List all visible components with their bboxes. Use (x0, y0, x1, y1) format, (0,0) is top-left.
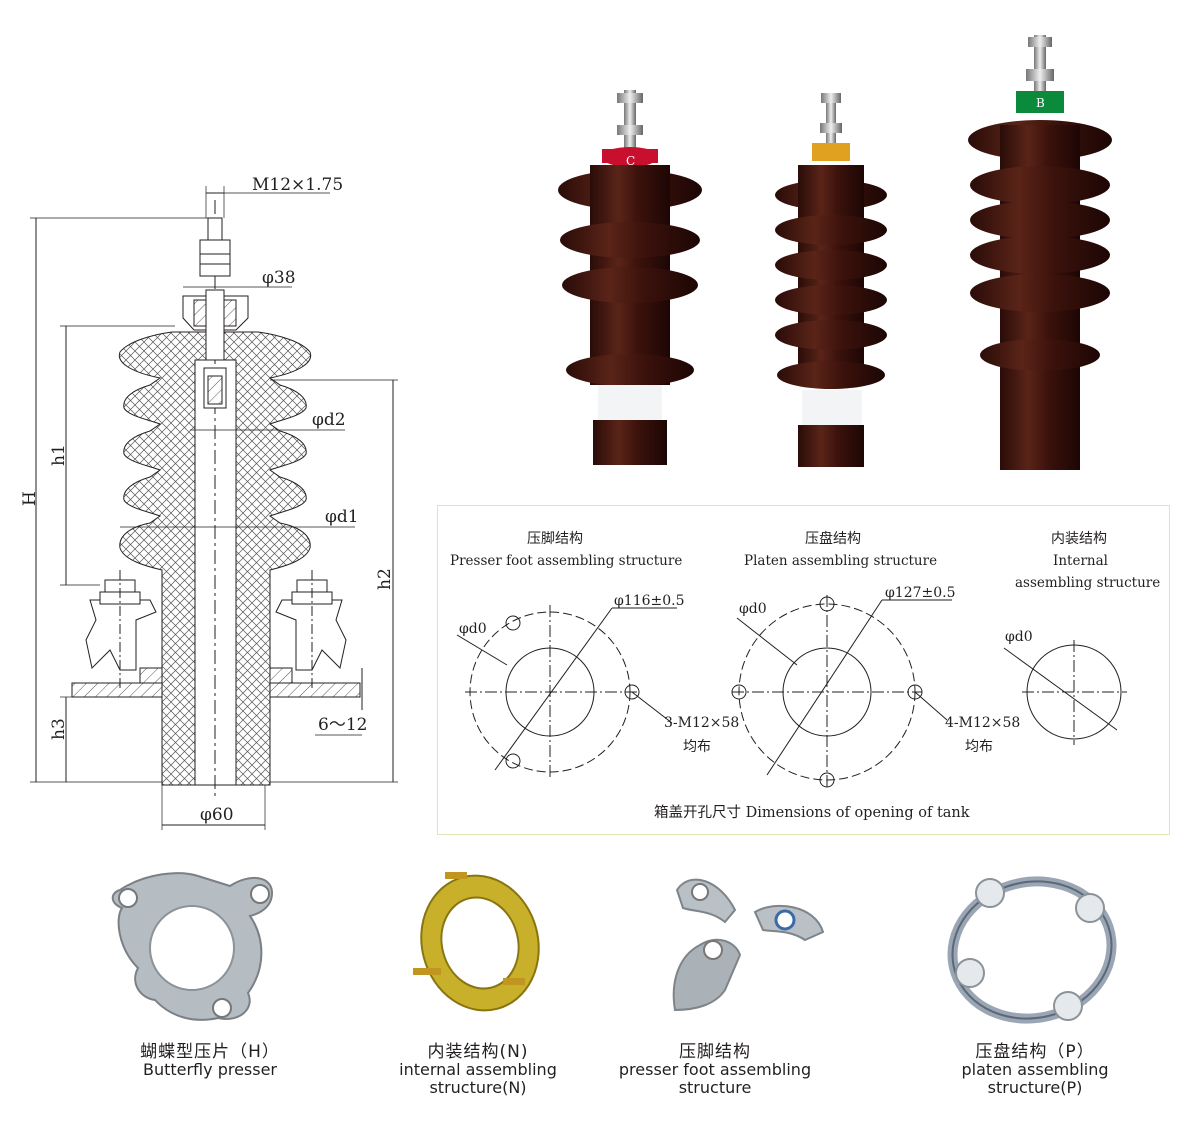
caption-platen-en1: platen assembling (961, 1060, 1109, 1079)
cap-letter-red: C (626, 154, 635, 168)
label-d2: φd2 (312, 410, 346, 430)
tank-caption: 箱盖开孔尺寸 Dimensions of opening of tank (654, 804, 970, 821)
caption-platen-zh: 压盘结构（P） (975, 1042, 1095, 1062)
caption-presser-foot-zh: 压脚结构 (679, 1042, 751, 1062)
caption-internal-en1: internal assembling (399, 1060, 557, 1079)
label-h3: h3 (49, 718, 69, 740)
label-h1: h1 (49, 444, 69, 466)
caption-butterfly-zh: 蝴蝶型压片（H） (140, 1042, 280, 1062)
butterfly-presser-photo (111, 872, 274, 1021)
presser-foot-photo (672, 878, 825, 1012)
label-d38: φ38 (262, 268, 296, 288)
caption-internal-zh: 内装结构(N) (427, 1042, 529, 1062)
tank-opening-panel (437, 505, 1170, 835)
tank-opening-drawing: 压脚结构 Presser foot assembling structure 压… (450, 530, 1160, 821)
presser-d0: φd0 (459, 621, 487, 637)
platen-title-en: Platen assembling structure (744, 553, 937, 569)
internal-ring-photo (413, 872, 540, 1012)
caption-butterfly-en: Butterfly presser (142, 1060, 278, 1079)
platen-bolt: 4-M12×58 (945, 715, 1020, 731)
platen-title-zh: 压盘结构 (805, 530, 861, 547)
label-d60: φ60 (200, 805, 234, 825)
caption-presser-foot-en2: structure (678, 1078, 752, 1097)
platen-even: 均布 (965, 739, 993, 755)
label-d1: φd1 (325, 507, 359, 527)
label-H: H (20, 491, 40, 506)
presser-even: 均布 (683, 739, 711, 755)
label-thread: M12×1.75 (252, 175, 343, 195)
caption-platen: 压盘结构（P） platen assembling structure(P) (935, 1043, 1135, 1097)
internal-title-en1: Internal (1053, 553, 1108, 569)
caption-platen-en2: structure(P) (987, 1078, 1083, 1097)
label-h2: h2 (375, 568, 395, 590)
platen-dia: φ127±0.5 (885, 585, 956, 601)
internal-d0: φd0 (1005, 629, 1033, 645)
bushing-photo-green: B (968, 35, 1112, 470)
presser-title-zh: 压脚结构 (527, 531, 583, 547)
platen-ring-photo (947, 876, 1117, 1024)
caption-butterfly: 蝴蝶型压片（H） Butterfly presser (100, 1043, 320, 1079)
bushing-section-drawing: M12×1.75 φ38 φd2 φd1 H h1 h2 h3 6～12 φ60 (20, 175, 398, 830)
platen-d0: φd0 (739, 601, 767, 617)
bushing-photos: C B (558, 35, 1112, 470)
bushing-photo-yellow (775, 93, 887, 467)
internal-title-en2: assembling structure (1015, 575, 1160, 591)
caption-internal: 内装结构(N) internal assembling structure(N) (378, 1043, 578, 1097)
caption-presser-foot-en1: presser foot assembling (618, 1060, 812, 1079)
presser-title-en: Presser foot assembling structure (450, 553, 682, 569)
presser-bolt: 3-M12×58 (664, 715, 739, 731)
cap-letter-green: B (1036, 96, 1045, 110)
presser-dia: φ116±0.5 (614, 593, 685, 609)
internal-title-zh: 内装结构 (1051, 531, 1107, 547)
caption-presser-foot: 压脚结构 presser foot assembling structure (600, 1043, 830, 1097)
caption-internal-en2: structure(N) (429, 1078, 527, 1097)
bushing-photo-red: C (558, 90, 702, 465)
label-range: 6～12 (318, 715, 367, 735)
